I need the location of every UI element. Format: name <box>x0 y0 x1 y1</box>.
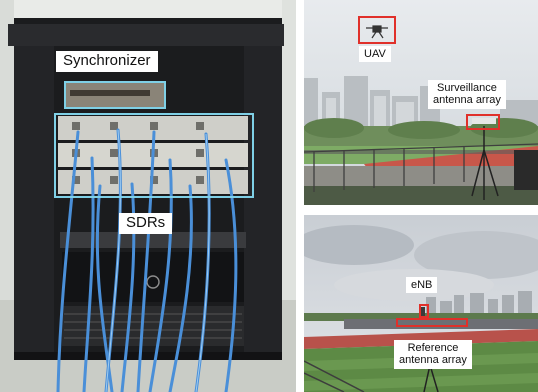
sdrs-label: SDRs <box>119 213 173 234</box>
uav-label: UAV <box>359 46 391 63</box>
surveillance-photo: UAV Surveillance antenna array <box>304 0 538 205</box>
surveillance-array-label: Surveillance antenna array <box>428 80 506 109</box>
synchronizer-label: Synchronizer <box>56 51 158 72</box>
enb-highlight-box <box>419 304 429 318</box>
surveillance-label-line-1: Surveillance <box>436 82 497 94</box>
sdrs-highlight-box <box>54 113 254 198</box>
synchronizer-highlight-box <box>64 81 166 109</box>
surveillance-array-highlight-box <box>466 114 500 130</box>
rack-photo: Synchronizer SDRs <box>0 0 296 392</box>
reference-photo: eNB Reference antenna array <box>304 215 538 392</box>
enb-label: eNB <box>406 277 438 294</box>
reference-label-line-1: Reference <box>407 342 459 354</box>
surveillance-label-line-2: antenna array <box>433 94 501 107</box>
reference-array-label: Reference antenna array <box>394 340 472 369</box>
reference-array-highlight-box <box>396 318 468 327</box>
reference-label-line-2: antenna array <box>399 354 467 367</box>
uav-highlight-box <box>358 16 396 44</box>
